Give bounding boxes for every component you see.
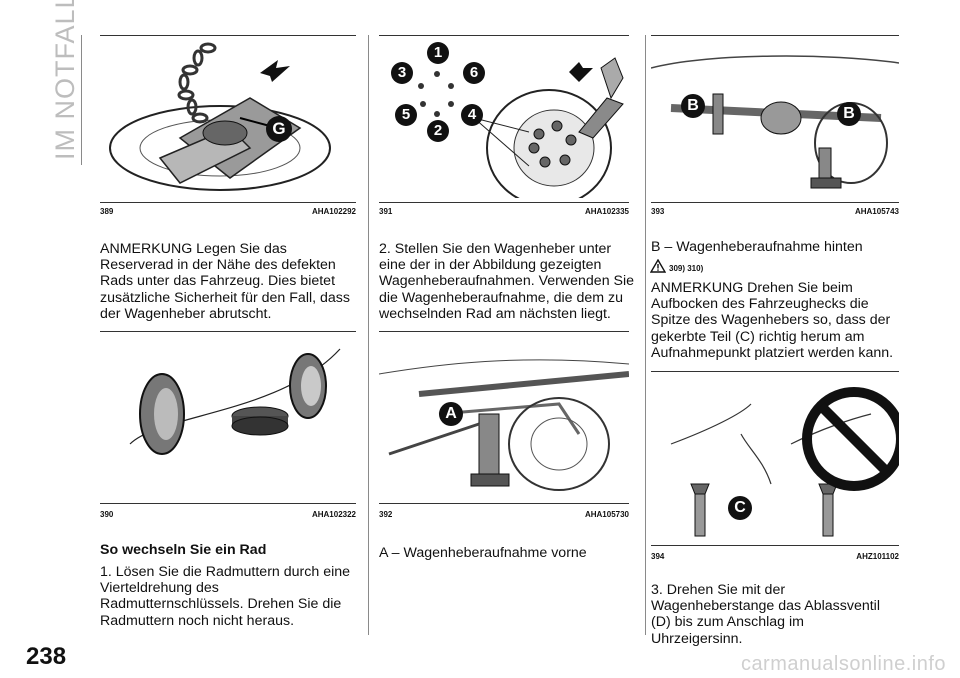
fig-393-number: 393 <box>651 207 665 216</box>
figure-393: B B <box>651 38 899 198</box>
col3-note-paragraph: ANMERKUNG Drehen Sie beim Aufbocken des … <box>651 280 894 361</box>
fig-392-code: AHA105730 <box>584 510 629 519</box>
fig-394-code: AHZ101102 <box>856 552 899 561</box>
fig-390-bottom-rule <box>100 503 356 504</box>
fig-391-code: AHA102335 <box>584 207 629 216</box>
warning-triangle-icon <box>649 258 667 278</box>
callout-label-b-right: B <box>837 102 861 126</box>
site-watermark: carmanualsonline.info <box>740 653 946 675</box>
figure-394: C <box>651 374 899 542</box>
callout-label-5: 5 <box>395 104 417 126</box>
fig-391-number: 391 <box>379 207 393 216</box>
callout-label-4: 4 <box>461 104 483 126</box>
fig-393-caption: 393 AHA105743 <box>651 207 899 216</box>
lug-nut-sequence-illustration <box>418 57 624 198</box>
jack-orientation-illustration <box>670 387 899 537</box>
callout-label-a: A <box>439 402 463 426</box>
fig-390-number: 390 <box>100 510 114 519</box>
fig-392-caption: 392 AHA105730 <box>379 510 629 519</box>
fig-394-number: 394 <box>651 552 665 561</box>
fig-394-top-rule <box>651 371 899 372</box>
callout-label-g: G <box>266 116 292 142</box>
spare-wheel-chain-illustration <box>109 42 331 191</box>
col3-step3-paragraph: 3. Drehen Sie mit der Wagenheberstange d… <box>651 582 880 647</box>
figure-391: 1 6 3 5 4 2 <box>379 38 629 198</box>
col3-rear-point-label: B – Wagenheberaufnahme hinten <box>651 239 863 255</box>
sidebar-divider <box>81 35 82 165</box>
figure-390 <box>100 334 356 499</box>
fig-394-bottom-rule <box>651 545 899 546</box>
fig-392-number: 392 <box>379 510 393 519</box>
warning-references: 309) 310) <box>669 264 704 273</box>
callout-label-6: 6 <box>463 62 485 84</box>
fig-391-top-rule <box>379 35 629 36</box>
page-number: 238 <box>26 643 67 670</box>
figure-392: A <box>379 334 629 499</box>
fig-390-top-rule <box>100 331 356 332</box>
callout-label-2: 2 <box>427 120 449 142</box>
col2-front-point-label: A – Wagenheberaufnahme vorne <box>379 545 587 561</box>
front-jack-point-illustration <box>379 359 629 491</box>
fig-394-caption: 394 AHZ101102 <box>651 552 899 561</box>
section-title-text: IM NOTFALL <box>50 0 80 160</box>
sidebar-section-title: IM NOTFALL <box>44 0 84 180</box>
fig-392-top-rule <box>379 331 629 332</box>
fig-391-bottom-rule <box>379 202 629 203</box>
column-divider-2 <box>645 35 646 635</box>
figure-389: G <box>100 38 356 198</box>
col2-step2-paragraph: 2. Stellen Sie den Wagenheber unter eine… <box>379 241 635 322</box>
column-divider-1 <box>368 35 369 635</box>
col1-step1-paragraph: 1. Lösen Sie die Radmuttern durch eine V… <box>100 564 351 629</box>
wheel-under-car-illustration <box>129 348 341 455</box>
fig-391-caption: 391 AHA102335 <box>379 207 629 216</box>
fig-392-bottom-rule <box>379 503 629 504</box>
fig-389-top-rule <box>100 35 356 36</box>
fig-389-bottom-rule <box>100 202 356 203</box>
col1-note-paragraph: ANMERKUNG Legen Sie das Reserverad in de… <box>100 241 350 322</box>
prohibited-icon <box>802 387 899 491</box>
fig-389-number: 389 <box>100 207 114 216</box>
rear-jack-points-illustration <box>651 55 899 189</box>
fig-393-code: AHA105743 <box>854 207 899 216</box>
callout-label-c: C <box>728 496 752 520</box>
callout-label-b-left: B <box>681 94 705 118</box>
fig-389-code: AHA102292 <box>311 207 356 216</box>
fig-389-caption: 389 AHA102292 <box>100 207 356 216</box>
callout-label-3: 3 <box>391 62 413 84</box>
fig-390-caption: 390 AHA102322 <box>100 510 356 519</box>
fig-393-bottom-rule <box>651 202 899 203</box>
section-heading: So wechseln Sie ein Rad <box>100 542 267 558</box>
callout-label-1: 1 <box>427 42 449 64</box>
fig-390-code: AHA102322 <box>311 510 356 519</box>
fig-393-top-rule <box>651 35 899 36</box>
